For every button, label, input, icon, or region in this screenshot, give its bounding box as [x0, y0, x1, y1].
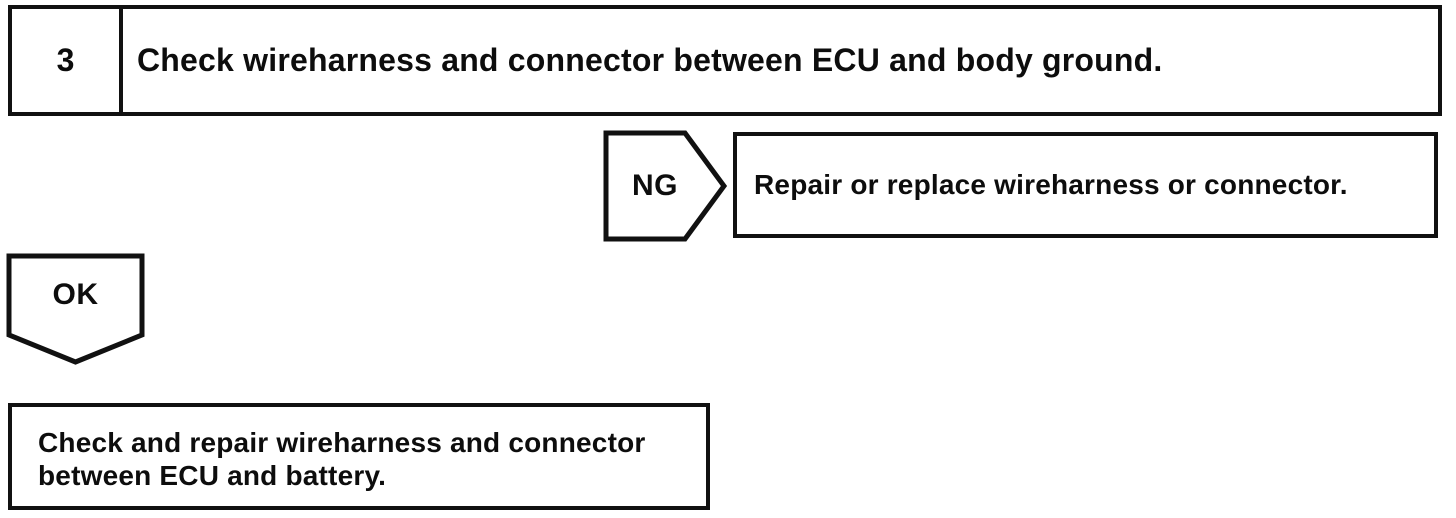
ok-result-box: Check and repair wireharness and connect… — [8, 403, 710, 510]
ok-pentagon-shape — [6, 253, 145, 365]
step-instruction: Check wireharness and connector between … — [137, 42, 1163, 78]
step-number: 3 — [12, 9, 123, 112]
ok-result-line1: Check and repair wireharness and connect… — [38, 427, 646, 458]
ng-label: NG — [632, 169, 678, 202]
ok-result-line2: between ECU and battery. — [38, 460, 387, 491]
ng-action-box: Repair or replace wireharness or connect… — [733, 132, 1438, 238]
ok-label: OK — [52, 278, 99, 311]
ng-pentagon-shape — [603, 130, 727, 242]
ok-pentagon-icon — [6, 253, 145, 365]
ng-pentagon-icon — [603, 130, 727, 242]
step-box: 3 Check wireharness and connector betwee… — [8, 5, 1442, 116]
